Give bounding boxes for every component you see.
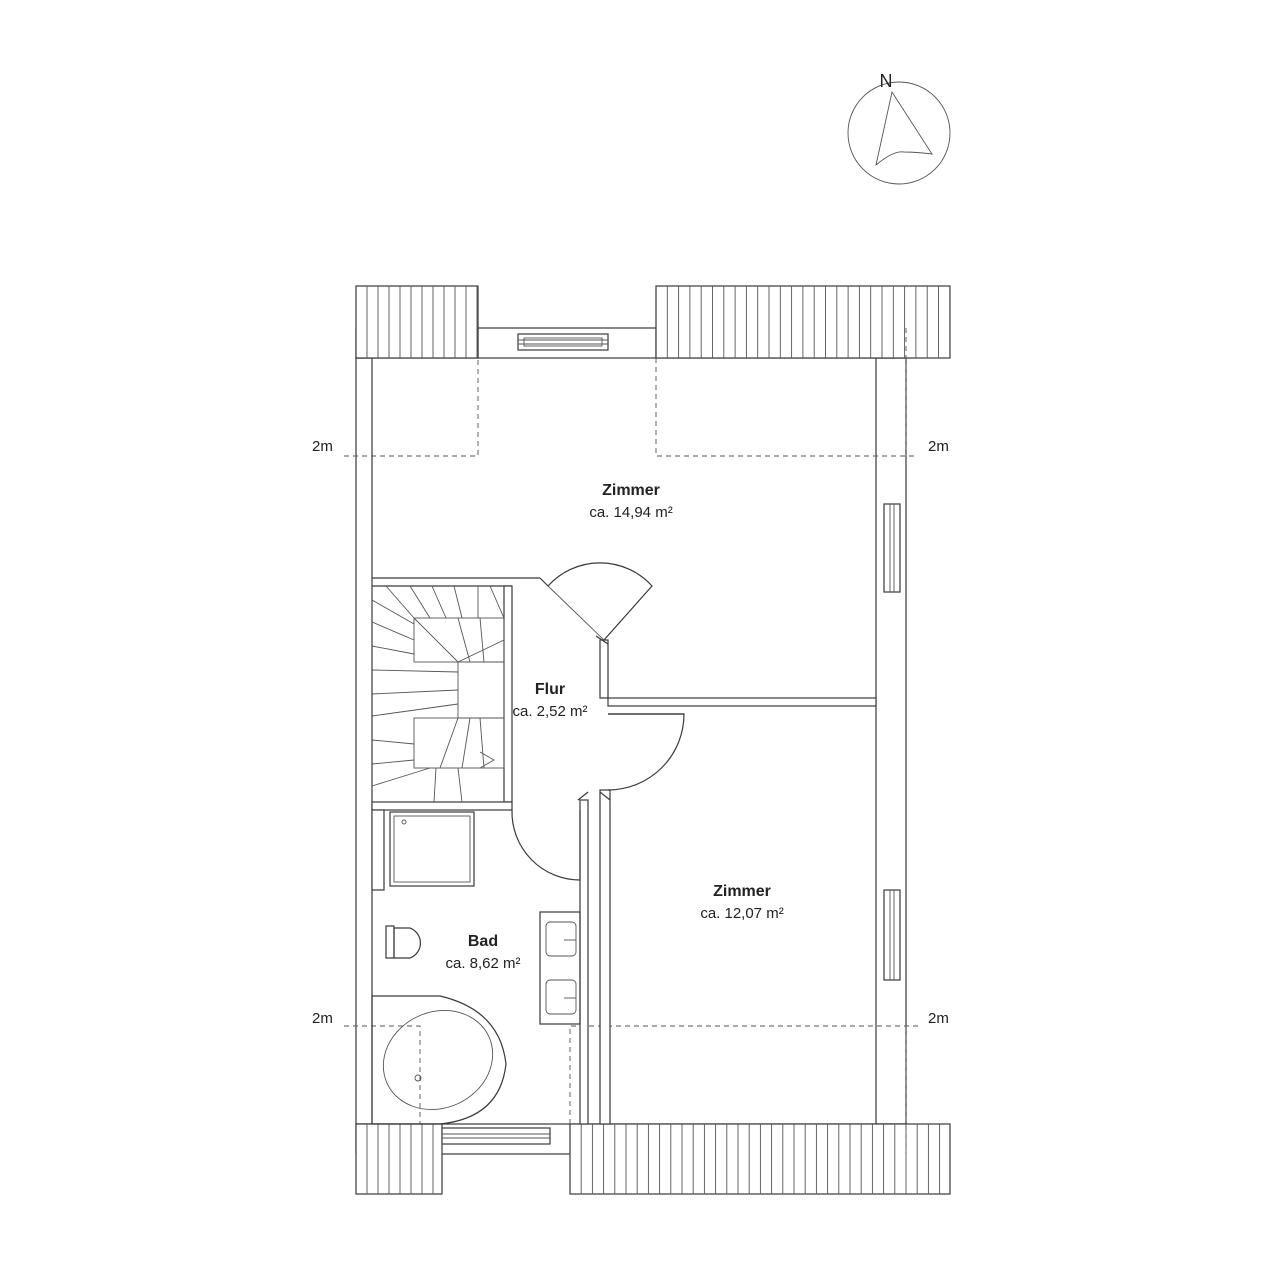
room-labels: Zimmer ca. 14,94 m² Flur ca. 2,52 m² Zim…	[445, 482, 783, 972]
room-name-bad: Bad	[468, 933, 498, 950]
window-right-upper	[883, 503, 901, 593]
sink-lower	[545, 979, 577, 1015]
compass-circle	[847, 81, 951, 185]
door-swing-lower	[607, 713, 685, 791]
eave-bottom-right	[569, 1123, 951, 1195]
height-mark-top-left: 2m	[312, 438, 333, 455]
stair-tread	[431, 585, 447, 619]
height-mark-bottom-left: 2m	[312, 1010, 333, 1027]
north-arrow-icon	[875, 90, 933, 167]
room-name-zimmer-upper: Zimmer	[602, 482, 660, 499]
height-markers: 2m 2m 2m 2m	[312, 438, 949, 1027]
stair-tread	[457, 767, 463, 803]
stair-tread	[371, 739, 415, 745]
bathtub	[371, 995, 507, 1125]
right-wall	[875, 357, 907, 1125]
window-right-lower	[883, 889, 901, 981]
stair-tread	[371, 599, 415, 625]
toilet	[385, 925, 422, 959]
north-label: N	[880, 71, 893, 91]
outer-walls	[355, 327, 907, 1155]
left-wall	[355, 357, 373, 1125]
sink-upper	[545, 921, 577, 957]
stair-arrow-icon	[479, 751, 495, 769]
height-mark-bottom-right: 2m	[928, 1010, 949, 1027]
stair-tread	[489, 585, 505, 619]
stair-tread	[371, 703, 459, 717]
shower	[389, 811, 475, 887]
room-area-bad: ca. 8,62 m²	[445, 955, 520, 972]
vanity	[539, 911, 581, 1025]
door-swing-bath	[511, 809, 581, 881]
stair-tread	[371, 767, 431, 787]
stair-tread	[371, 669, 459, 673]
eave-top-left	[355, 285, 479, 359]
stair-tread	[413, 617, 459, 663]
eave-top-right	[655, 285, 951, 359]
stair-tread	[453, 585, 463, 619]
stair-tread	[479, 617, 485, 663]
stair-tread	[371, 759, 415, 765]
room-area-zimmer-lower: ca. 12,07 m²	[700, 905, 783, 922]
room-area-zimmer-upper: ca. 14,94 m²	[589, 504, 672, 521]
door-swing-upper	[547, 562, 653, 641]
stair-tread	[409, 585, 431, 619]
stair-tread	[371, 645, 415, 655]
stair-tread	[457, 617, 471, 663]
stair-tread	[479, 717, 485, 769]
interior-walls	[371, 577, 877, 1125]
doors	[511, 562, 685, 881]
window-top	[517, 333, 609, 351]
room-name-flur: Flur	[535, 681, 565, 698]
stair-tread	[385, 585, 415, 619]
stair-tread	[439, 717, 459, 769]
compass: N	[847, 71, 951, 185]
height-mark-top-right: 2m	[928, 438, 949, 455]
room-area-flur: ca. 2,52 m²	[512, 703, 587, 720]
stair-tread	[433, 767, 437, 803]
stair-tread	[461, 717, 471, 769]
stair-tread	[371, 689, 459, 695]
stair-tread	[457, 639, 505, 663]
height-lines	[344, 328, 918, 1154]
staircase	[371, 585, 505, 803]
bath-fixtures	[371, 811, 581, 1125]
room-name-zimmer-lower: Zimmer	[713, 883, 771, 900]
stair-tread	[371, 621, 415, 641]
eave-bottom-left	[355, 1123, 443, 1195]
window-bottom	[441, 1127, 551, 1145]
